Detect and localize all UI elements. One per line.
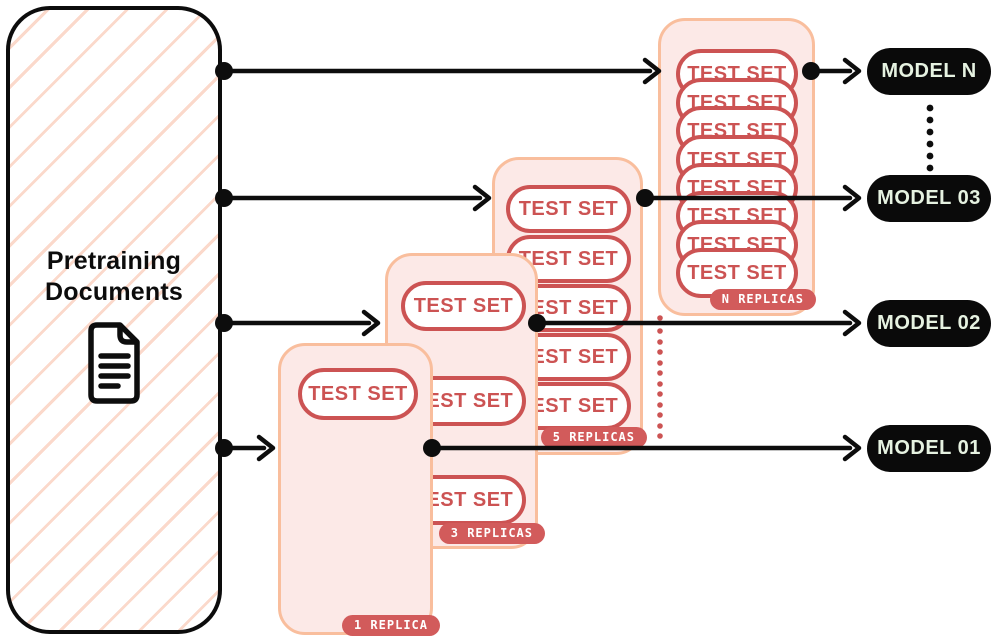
model-pill-02: MODEL 02 <box>867 300 991 347</box>
test-set-label: TEST SET <box>518 394 619 417</box>
pretraining-documents-box: Pretraining Documents <box>6 6 222 634</box>
test-set-label: TEST SET <box>518 197 619 220</box>
source-title: Pretraining Documents <box>10 246 218 308</box>
test-set-card-1-replica: TEST SET 1 REPLICA <box>278 343 440 636</box>
test-set-label: TEST SET <box>308 382 408 405</box>
replica-count-badge: 5 REPLICAS <box>540 427 647 448</box>
replica-count-badge: 3 REPLICAS <box>438 523 545 544</box>
test-set-label: TEST SET <box>413 488 514 511</box>
test-set-label: TEST SET <box>518 247 619 270</box>
black-dotted-continuation-line <box>926 104 934 172</box>
document-icon <box>88 322 140 404</box>
replica-count-badge: 1 REPLICA <box>341 615 440 636</box>
test-set-card-n-replicas: TEST SET TEST SET TEST SET TEST SET TEST… <box>658 18 816 316</box>
test-set-label: TEST SET <box>687 261 787 284</box>
model-pill-01: MODEL 01 <box>867 425 991 472</box>
model-pill-n: MODEL N <box>867 48 991 95</box>
model-pill-03: MODEL 03 <box>867 175 991 222</box>
replica-count-badge: N REPLICAS <box>709 289 816 310</box>
source-title-line2: Documents <box>45 278 183 306</box>
source-title-line1: Pretraining <box>46 247 182 275</box>
test-set-label: TEST SET <box>413 389 514 412</box>
test-set-pill: TEST SET <box>506 185 631 233</box>
test-set-pill: TEST SET <box>401 281 526 331</box>
test-set-label: TEST SET <box>518 296 619 319</box>
test-set-label: TEST SET <box>413 294 514 317</box>
test-set-pill: TEST SET <box>298 368 418 420</box>
test-set-label: TEST SET <box>518 345 619 368</box>
red-dotted-continuation-line <box>657 315 663 439</box>
